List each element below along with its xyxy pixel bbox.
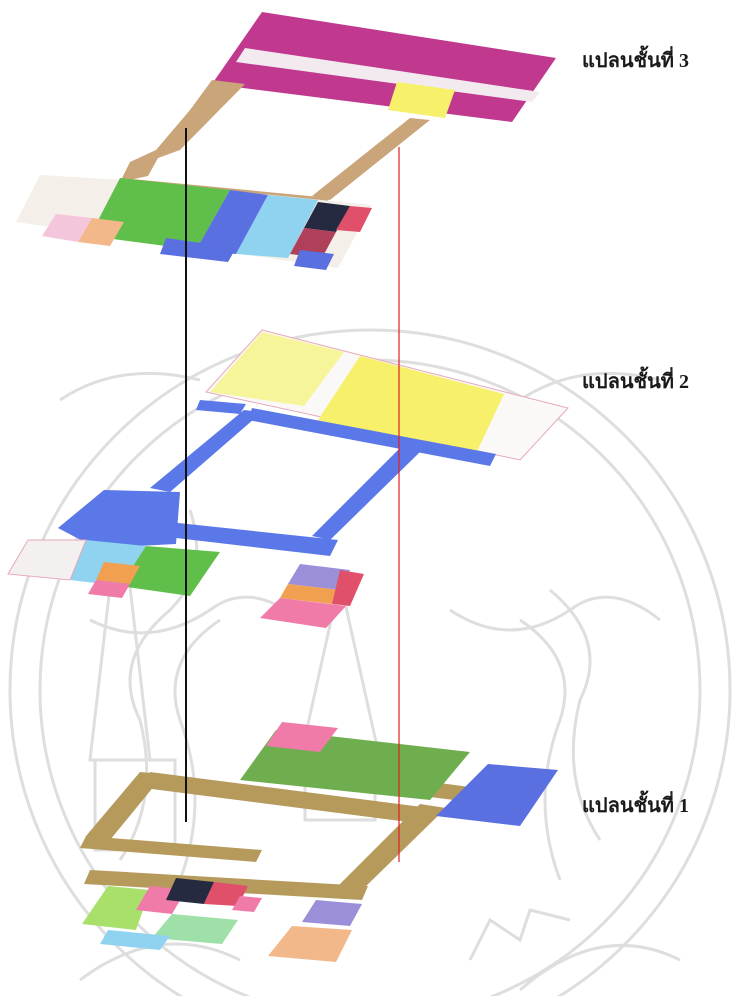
floor-2-left-wing xyxy=(7,539,87,581)
floor-1-pink-room-top xyxy=(266,722,338,752)
floor-3-royal-lower xyxy=(160,238,236,262)
floor-3-peach-room xyxy=(78,218,124,246)
floor-3-navy-room xyxy=(304,202,350,232)
floor-1-corridor-right xyxy=(338,804,446,890)
floor-2-label: แปลนชั้นที่ 2 xyxy=(582,371,689,393)
floor-2-orange-room xyxy=(96,562,140,584)
floor-2-pink-room xyxy=(88,580,130,598)
floor-2-blue-hub xyxy=(58,490,180,548)
floor-3-light-blue-room xyxy=(236,195,318,258)
floor-3-red-room xyxy=(336,206,372,232)
floor-3-pink-room xyxy=(42,214,92,242)
floor-3-magenta-inner-strip xyxy=(236,48,540,102)
floor-3-blue-small xyxy=(294,250,334,270)
floor-1-lime-room xyxy=(82,886,150,930)
floor-3-blue-room xyxy=(196,190,268,254)
floor-3-label: แปลนชั้นที่ 3 xyxy=(582,50,689,72)
floor-1-red-room xyxy=(204,882,248,906)
floor-1-corridor-mid xyxy=(80,836,262,862)
floor-2-lavender-room xyxy=(288,564,350,590)
floor-1-label: แปลนชั้นที่ 1 xyxy=(582,795,689,817)
floor-3-yellow-room xyxy=(388,82,455,118)
floor-2-orange-room-right xyxy=(280,584,340,604)
floor-2-yellow-left xyxy=(210,332,344,406)
floor-1-corridor-top xyxy=(144,772,430,824)
floor-3-tan-right-corridor xyxy=(312,118,430,200)
floor-2-yellow-right xyxy=(318,356,504,458)
floor-3-plan xyxy=(16,12,556,270)
floor-2-blue-corridor-bottom xyxy=(142,520,338,556)
floor-2-green-room xyxy=(120,546,220,596)
floor-2-plan xyxy=(7,329,569,628)
floor-3-tan-corridor xyxy=(120,80,245,182)
floor-3-magenta-block xyxy=(212,12,556,122)
floor-3-green-room xyxy=(90,178,230,250)
floor-2-blue-corridor-left xyxy=(150,410,262,492)
floor-1-navy-room xyxy=(166,878,214,904)
floor-1-peach-room xyxy=(268,926,352,962)
floor-1-blue-room xyxy=(436,764,558,826)
floor-2-blue-corridor-right xyxy=(312,448,420,540)
floor-1-lavender-room xyxy=(302,900,362,926)
floor-2-blue-spur xyxy=(196,400,246,414)
floor-1-pink-small xyxy=(232,896,262,912)
floor-1-mint-room xyxy=(152,914,238,944)
floor-2-red-room-right xyxy=(332,570,364,606)
floor-2-blue-corridor-top xyxy=(248,408,496,466)
floor-1-light-blue-room xyxy=(100,930,170,950)
floor-2-pink-room-right xyxy=(260,598,346,628)
floor-1-corridor-left xyxy=(86,772,164,840)
floor-1-plan xyxy=(80,722,558,962)
